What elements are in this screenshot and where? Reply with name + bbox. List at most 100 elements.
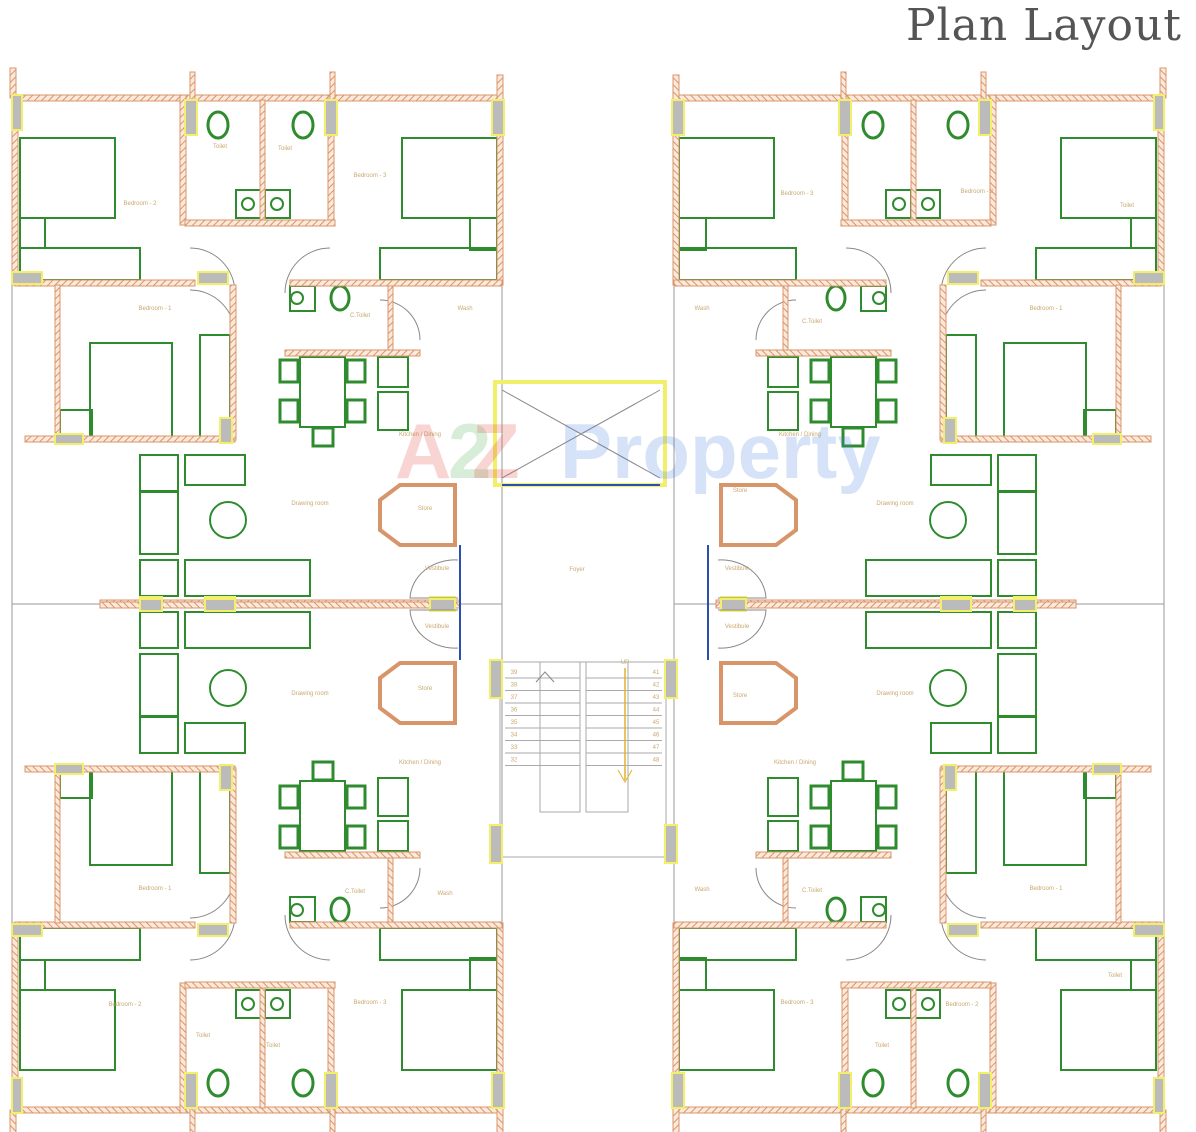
wall xyxy=(289,921,503,929)
chair xyxy=(311,760,335,782)
wall xyxy=(1159,67,1167,99)
chair xyxy=(278,358,300,384)
lift-cross xyxy=(501,389,661,479)
chair xyxy=(841,426,865,448)
column xyxy=(664,659,678,699)
wall xyxy=(284,349,421,357)
column xyxy=(978,1072,992,1109)
apartment-top-left xyxy=(9,67,505,610)
step-number: 47 xyxy=(653,745,660,751)
chair xyxy=(345,398,367,424)
furniture xyxy=(1060,989,1157,1071)
wall xyxy=(11,94,503,102)
furniture xyxy=(89,769,173,866)
wall xyxy=(1115,284,1122,441)
room-label: Bedroom - 1 xyxy=(1029,886,1063,892)
room-label: UP xyxy=(621,660,629,666)
chair xyxy=(876,358,898,384)
furniture xyxy=(885,189,912,219)
wall xyxy=(11,1106,503,1114)
room-label: Bedroom - 3 xyxy=(353,1000,387,1006)
step-number: 44 xyxy=(653,708,660,714)
chair xyxy=(841,760,865,782)
room-label: Drawing room xyxy=(291,691,328,697)
room-label: Bedroom - 3 xyxy=(780,1000,814,1006)
furniture xyxy=(678,957,707,991)
store-wall xyxy=(378,661,457,725)
watermark-z: Z xyxy=(472,407,520,495)
column xyxy=(838,1072,852,1109)
furniture xyxy=(830,780,877,852)
room-label: C.Toilet xyxy=(345,889,365,895)
room-label: C.Toilet xyxy=(802,888,822,894)
wall xyxy=(755,851,892,859)
room-label: Kitchen / Dining xyxy=(774,760,816,766)
apartment-top-right xyxy=(671,67,1167,610)
room-label: Toilet xyxy=(213,144,227,150)
furniture xyxy=(379,247,498,281)
furniture xyxy=(997,653,1037,717)
column xyxy=(219,417,233,444)
room-label: Kitchen / Dining xyxy=(399,432,441,438)
chair xyxy=(809,398,831,424)
basin-icon xyxy=(270,197,284,211)
room-label: Store xyxy=(733,488,748,494)
door-swing xyxy=(845,247,892,294)
step-number: 38 xyxy=(511,683,518,689)
furniture xyxy=(184,454,246,486)
door-swing xyxy=(284,914,331,961)
door-swing xyxy=(940,914,987,961)
basin-icon xyxy=(921,197,935,211)
toilet-icon xyxy=(946,1068,970,1098)
furniture xyxy=(139,559,179,597)
furniture xyxy=(19,989,116,1071)
vestibule-door xyxy=(717,609,767,649)
step-number: 48 xyxy=(653,758,660,764)
step-number: 45 xyxy=(653,720,660,726)
furniture xyxy=(678,217,707,251)
wall xyxy=(284,851,421,859)
room-label: Bedroom - 2 xyxy=(945,1002,979,1008)
round-table xyxy=(209,669,247,707)
step-number: 34 xyxy=(511,733,518,739)
furniture xyxy=(377,777,409,817)
chair xyxy=(278,398,300,424)
vestibule-door xyxy=(717,559,767,599)
column xyxy=(184,99,198,136)
column xyxy=(197,923,229,937)
furniture xyxy=(401,137,498,219)
column xyxy=(204,598,236,612)
chair xyxy=(345,784,367,810)
column xyxy=(1153,94,1165,131)
step-number: 36 xyxy=(511,708,518,714)
room-label: Bedroom - 1 xyxy=(138,886,172,892)
round-table xyxy=(209,501,247,539)
column xyxy=(947,923,979,937)
column xyxy=(219,764,233,791)
furniture xyxy=(1060,137,1157,219)
furniture xyxy=(19,217,46,249)
furniture xyxy=(264,989,291,1019)
apartment-bottom-right xyxy=(671,598,1167,1132)
wall xyxy=(910,99,917,226)
basin-icon xyxy=(290,903,304,917)
furniture xyxy=(1130,959,1157,991)
stair-flight-right xyxy=(585,661,629,813)
room-label: Vestibule xyxy=(725,624,750,630)
wall xyxy=(179,982,187,1114)
wall xyxy=(980,1107,987,1132)
basin-icon xyxy=(290,291,304,305)
arrow-icon xyxy=(535,671,555,683)
room-label: Toilet xyxy=(1120,203,1134,209)
wall xyxy=(939,284,947,441)
chair xyxy=(278,784,300,810)
column xyxy=(664,824,678,864)
column xyxy=(1092,433,1122,445)
wall xyxy=(9,67,17,99)
wall xyxy=(229,767,237,924)
door-swing xyxy=(940,247,987,294)
wall xyxy=(259,99,266,226)
room-label: Store xyxy=(733,693,748,699)
furniture xyxy=(139,454,179,492)
furniture xyxy=(299,356,346,428)
